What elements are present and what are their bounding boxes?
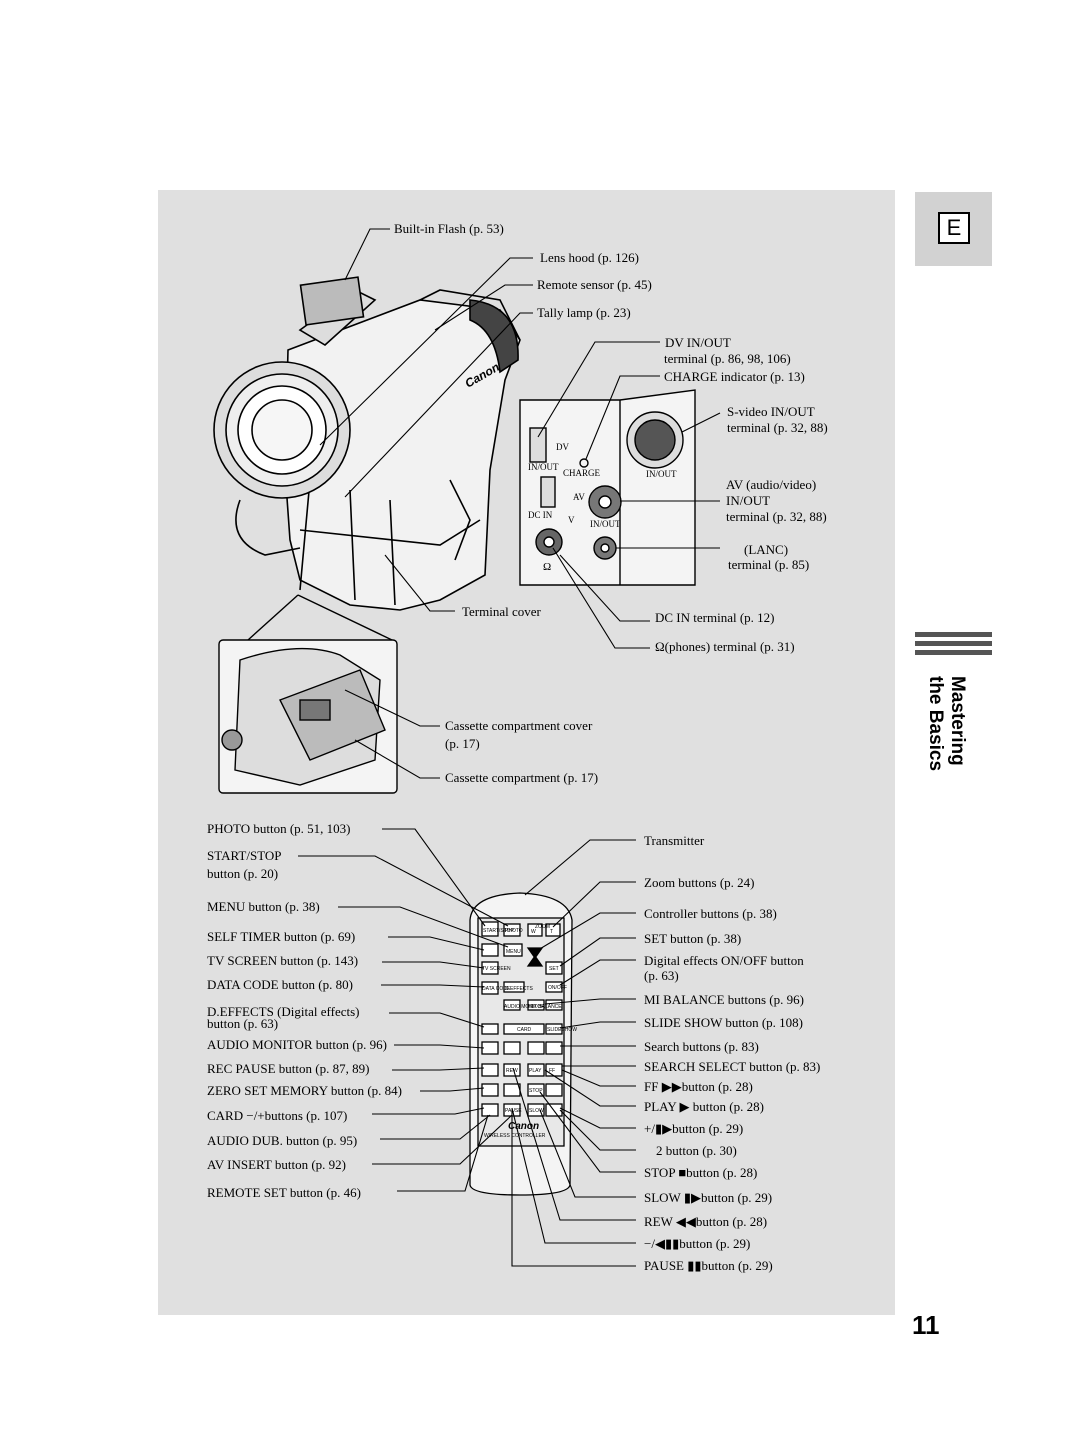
rm-t: T bbox=[550, 929, 553, 935]
panel-av-text: AV bbox=[573, 492, 585, 502]
panel-dv-text: DV bbox=[556, 442, 569, 452]
label-tv-screen: TV SCREEN button (p. 143) bbox=[207, 953, 359, 968]
label-audio-dub: AUDIO DUB. button (p. 95) bbox=[207, 1133, 358, 1148]
label-play: PLAY ▶ button (p. 28) bbox=[644, 1099, 764, 1114]
panel-av-inout-text: IN/OUT bbox=[590, 519, 621, 529]
label-start-stop-page: button (p. 20) bbox=[207, 866, 279, 881]
rm-ff: FF bbox=[549, 1068, 555, 1074]
label-zero-set: ZERO SET MEMORY button (p. 84) bbox=[207, 1083, 403, 1098]
label-svideo: S-video IN/OUT bbox=[727, 404, 815, 419]
label-card: CARD −/+buttons (p. 107) bbox=[207, 1108, 348, 1123]
section-bars bbox=[915, 632, 992, 659]
rm-wireless: WIRELESS CONTROLLER bbox=[484, 1133, 546, 1139]
panel-dcin-text: DC IN bbox=[528, 510, 553, 520]
rm-slow: SLOW bbox=[529, 1108, 544, 1114]
cassette-inset-illustration bbox=[218, 594, 398, 794]
label-cassette-cover: Cassette compartment cover bbox=[445, 718, 593, 733]
rm-audiomon: AUDIO MONITOR bbox=[504, 1004, 545, 1010]
camcorder-illustration: Canon bbox=[213, 276, 521, 611]
label-builtin-flash: Built-in Flash (p. 53) bbox=[394, 221, 504, 236]
leader-lines bbox=[298, 228, 721, 1267]
label-photo-button: PHOTO button (p. 51, 103) bbox=[207, 821, 351, 836]
label-phones-text: (phones) terminal (p. 31) bbox=[664, 639, 795, 654]
rm-stop: STOP bbox=[529, 1088, 543, 1094]
label-start-stop: START/STOP bbox=[207, 848, 282, 863]
label-minus-frame: −/◀▮▮button (p. 29) bbox=[644, 1236, 751, 1251]
label-zoom-buttons: Zoom buttons (p. 24) bbox=[644, 875, 755, 890]
label-set-button: SET button (p. 38) bbox=[644, 931, 742, 946]
rm-photo: PHOTO bbox=[505, 928, 523, 934]
rm-pause: PAUSE bbox=[505, 1108, 522, 1114]
label-av: AV (audio/video) bbox=[726, 477, 817, 492]
label-stop: STOP ■button (p. 28) bbox=[644, 1165, 758, 1180]
rm-zoom: ZOOM bbox=[535, 924, 550, 930]
rm-tvscreen: TV SCREEN bbox=[482, 966, 511, 972]
rm-startstop: START/STOP bbox=[483, 928, 515, 934]
label-slide-show: SLIDE SHOW button (p. 108) bbox=[644, 1015, 804, 1030]
label-plus-frame: +/▮▶button (p. 29) bbox=[644, 1121, 744, 1136]
rm-card: CARD bbox=[517, 1027, 532, 1033]
label-tally-lamp: Tally lamp (p. 23) bbox=[537, 305, 631, 320]
label-d-effects-page: button (p. 63) bbox=[207, 1016, 279, 1031]
label-search-buttons: Search buttons (p. 83) bbox=[644, 1039, 759, 1054]
label-lanc-terminal: terminal (p. 85) bbox=[728, 557, 810, 572]
remote-brand-text: Canon bbox=[508, 1121, 539, 1132]
label-slow: SLOW ▮▶button (p. 29) bbox=[644, 1190, 773, 1205]
label-cassette: Cassette compartment (p. 17) bbox=[445, 770, 599, 785]
label-remote-set: REMOTE SET button (p. 46) bbox=[207, 1185, 361, 1200]
remote-controller-illustration: START/STOP PHOTO ZOOM W T MENU TV SCREEN… bbox=[469, 892, 577, 1196]
label-data-code: DATA CODE button (p. 80) bbox=[207, 977, 353, 992]
page-number: 11 bbox=[912, 1310, 940, 1340]
label-dc-in: DC IN terminal (p. 12) bbox=[655, 610, 775, 625]
label-cassette-cover-page: (p. 17) bbox=[445, 736, 480, 751]
rm-w: W bbox=[531, 929, 536, 935]
label-remote-sensor: Remote sensor (p. 45) bbox=[537, 277, 652, 292]
label-phones: Ω(phones) terminal (p. 31) bbox=[655, 639, 795, 655]
rm-rew: REW bbox=[506, 1068, 518, 1074]
label-dv-inout: DV IN/OUT bbox=[665, 335, 731, 350]
panel-charge-text: CHARGE bbox=[563, 468, 601, 478]
panel-inout-text: IN/OUT bbox=[528, 462, 559, 472]
label-x2: 2 button (p. 30) bbox=[656, 1143, 737, 1158]
label-terminal-cover: Terminal cover bbox=[462, 604, 541, 619]
rm-slideshow: SLIDESHOW bbox=[547, 1027, 577, 1033]
language-tab-letter: E bbox=[938, 212, 970, 244]
label-menu-button: MENU button (p. 38) bbox=[207, 899, 320, 914]
label-av-terminal: terminal (p. 32, 88) bbox=[726, 509, 827, 524]
panel-v-text: V bbox=[568, 515, 575, 525]
rm-datacode: DATA CODE bbox=[482, 986, 511, 992]
label-pause: PAUSE ▮▮button (p. 29) bbox=[644, 1258, 773, 1273]
panel-phones-icon: Ω bbox=[543, 561, 551, 573]
rm-play: PLAY bbox=[529, 1068, 542, 1074]
label-rec-pause: REC PAUSE button (p. 87, 89) bbox=[207, 1061, 370, 1076]
label-lens-hood: Lens hood (p. 126) bbox=[540, 250, 639, 265]
panel-s-inout-text: IN/OUT bbox=[646, 469, 677, 479]
label-charge-indicator: CHARGE indicator (p. 13) bbox=[664, 369, 805, 384]
label-audio-monitor: AUDIO MONITOR button (p. 96) bbox=[207, 1037, 387, 1052]
label-digital-effects-page: (p. 63) bbox=[644, 968, 679, 983]
rm-menu: MENU bbox=[506, 949, 521, 955]
terminal-panel-illustration: DV IN/OUT CHARGE IN/OUT AV DC IN V IN/OU… bbox=[519, 389, 696, 586]
label-svideo-terminal: terminal (p. 32, 88) bbox=[727, 420, 828, 435]
label-digital-effects: Digital effects ON/OFF button bbox=[644, 953, 804, 968]
label-search-select: SEARCH SELECT button (p. 83) bbox=[644, 1059, 821, 1074]
label-dv-terminal: terminal (p. 86, 98, 106) bbox=[664, 351, 791, 366]
label-self-timer: SELF TIMER button (p. 69) bbox=[207, 929, 356, 944]
rm-balance: MIX BALANCE bbox=[528, 1004, 562, 1010]
rm-deffects: D.EFFECTS bbox=[505, 986, 533, 992]
rm-onoff: ON/OFF bbox=[548, 985, 567, 991]
label-rew: REW ◀◀button (p. 28) bbox=[644, 1214, 768, 1229]
label-d-effects: D.EFFECTS (Digital effects) bbox=[207, 1004, 360, 1019]
label-transmitter: Transmitter bbox=[644, 833, 705, 848]
label-controller-buttons: Controller buttons (p. 38) bbox=[644, 906, 777, 921]
label-av-insert: AV INSERT button (p. 92) bbox=[207, 1157, 346, 1172]
rm-set: SET bbox=[549, 966, 559, 972]
label-av-inout: IN/OUT bbox=[726, 493, 771, 508]
label-ff: FF ▶▶button (p. 28) bbox=[644, 1079, 753, 1094]
label-mix-balance: MI BALANCE buttons (p. 96) bbox=[644, 992, 804, 1007]
headphones-icon: Ω bbox=[655, 639, 665, 654]
label-lanc: (LANC) bbox=[744, 542, 789, 557]
